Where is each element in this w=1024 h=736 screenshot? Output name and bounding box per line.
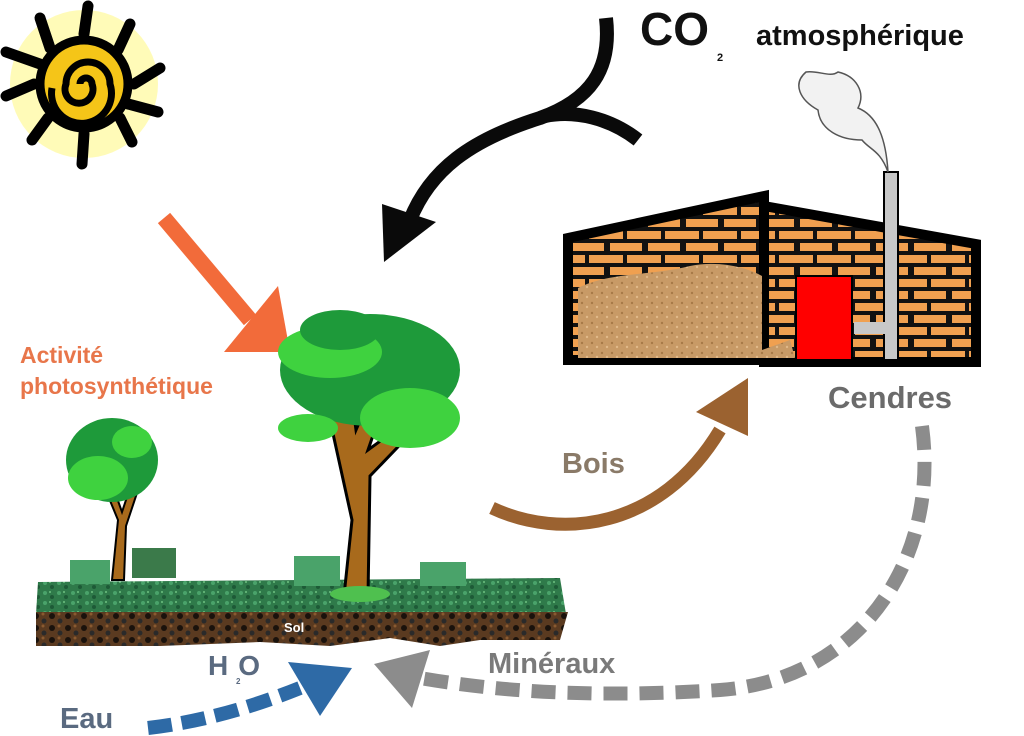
soil-label: Sol: [284, 620, 305, 635]
co2-subscript: 2: [717, 52, 724, 64]
h2o-h: H: [208, 650, 229, 681]
co2-arrow-icon: [382, 17, 643, 262]
water-arrow-icon: [147, 662, 352, 735]
boiler-house-icon: [563, 70, 981, 367]
h2o-subscript: 2: [236, 677, 241, 686]
big-tree-icon: [278, 310, 466, 602]
wood-label: Bois: [562, 448, 625, 480]
water-label: Eau: [60, 703, 114, 735]
photosynthesis-label-line1: Activité: [20, 342, 104, 368]
minerals-arrow-icon: [374, 425, 932, 708]
h2o-o: O: [238, 650, 261, 681]
sun-icon: [0, 0, 166, 170]
wood-arrow-icon: [489, 378, 748, 531]
ashes-label: Cendres: [828, 380, 953, 415]
co2-label: CO: [640, 3, 709, 55]
photosynthesis-arrow-icon: [157, 212, 290, 352]
photosynthesis-label: Activité photosynthétique: [20, 340, 213, 402]
ground: [36, 578, 568, 646]
photosynthesis-label-line2: photosynthétique: [20, 373, 213, 399]
small-tree-icon: [66, 418, 176, 584]
atmospheric-label: atmosphérique: [756, 20, 964, 52]
minerals-label: Minéraux: [488, 648, 616, 680]
